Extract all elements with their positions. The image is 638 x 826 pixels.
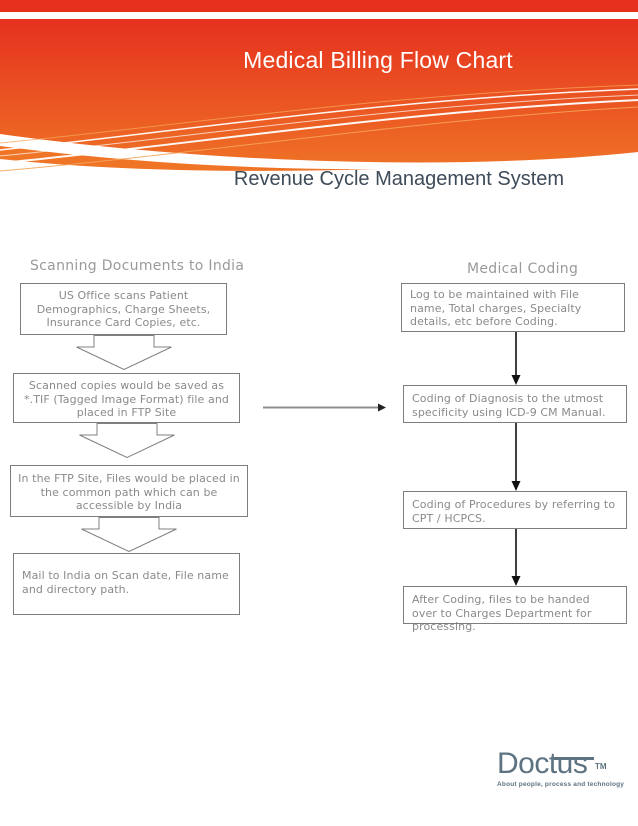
logo-text: Doctus [497,747,588,780]
header-gradient [0,19,638,172]
swoosh-line-icon [0,84,638,144]
header-white-stripe [0,12,638,19]
chevron-down-arrow-icon [81,517,177,552]
flow-box-coding-procedures: Coding of Procedures by referring to CPT… [403,491,627,529]
flow-box-handover-charges: After Coding, files to be handed over to… [403,586,627,633]
flow-box-coding-diagnosis: Coding of Diagnosis to the utmost specif… [403,385,627,423]
page-subtitle: Revenue Cycle Management System [233,168,565,190]
swoosh-line-icon [0,94,638,157]
header-wave-tail [0,146,380,171]
down-arrow-connector-icon [511,529,521,586]
flow-box-tif-ftp: Scanned copies would be saved as *.TIF (… [13,373,240,423]
page-title: Medical Billing Flow Chart [243,47,513,73]
flow-box-common-path: In the FTP Site, Files would be placed i… [10,465,248,517]
swoosh-line-icon [0,88,638,151]
swoosh-line-icon [0,106,638,172]
chevron-down-arrow-icon [76,335,172,370]
flow-box-log-maintained: Log to be maintained with File name, Tot… [401,283,625,332]
left-column-heading: Scanning Documents to India [30,258,245,274]
doctus-logo: Doctus TM About people, process and tech… [497,748,625,789]
down-arrow-connector-icon [511,423,521,491]
swoosh-line-icon [0,99,638,164]
logo-wordmark: Doctus TM [497,748,617,780]
logo-tagline: About people, process and technology [497,781,625,788]
flow-box-mail-to-india: Mail to India on Scan date, File name an… [13,553,240,615]
header-banner-graphic [0,0,638,172]
chevron-down-arrow-icon [79,423,175,458]
header-top-bar [0,0,638,12]
right-column-heading: Medical Coding [467,261,579,277]
flow-box-scan-documents: US Office scans Patient Demographics, Ch… [20,283,227,335]
trademark-symbol: TM [595,762,607,771]
down-arrow-connector-icon [511,332,521,385]
right-arrow-connector-icon [263,403,386,412]
logo-tbar-line [554,757,594,760]
